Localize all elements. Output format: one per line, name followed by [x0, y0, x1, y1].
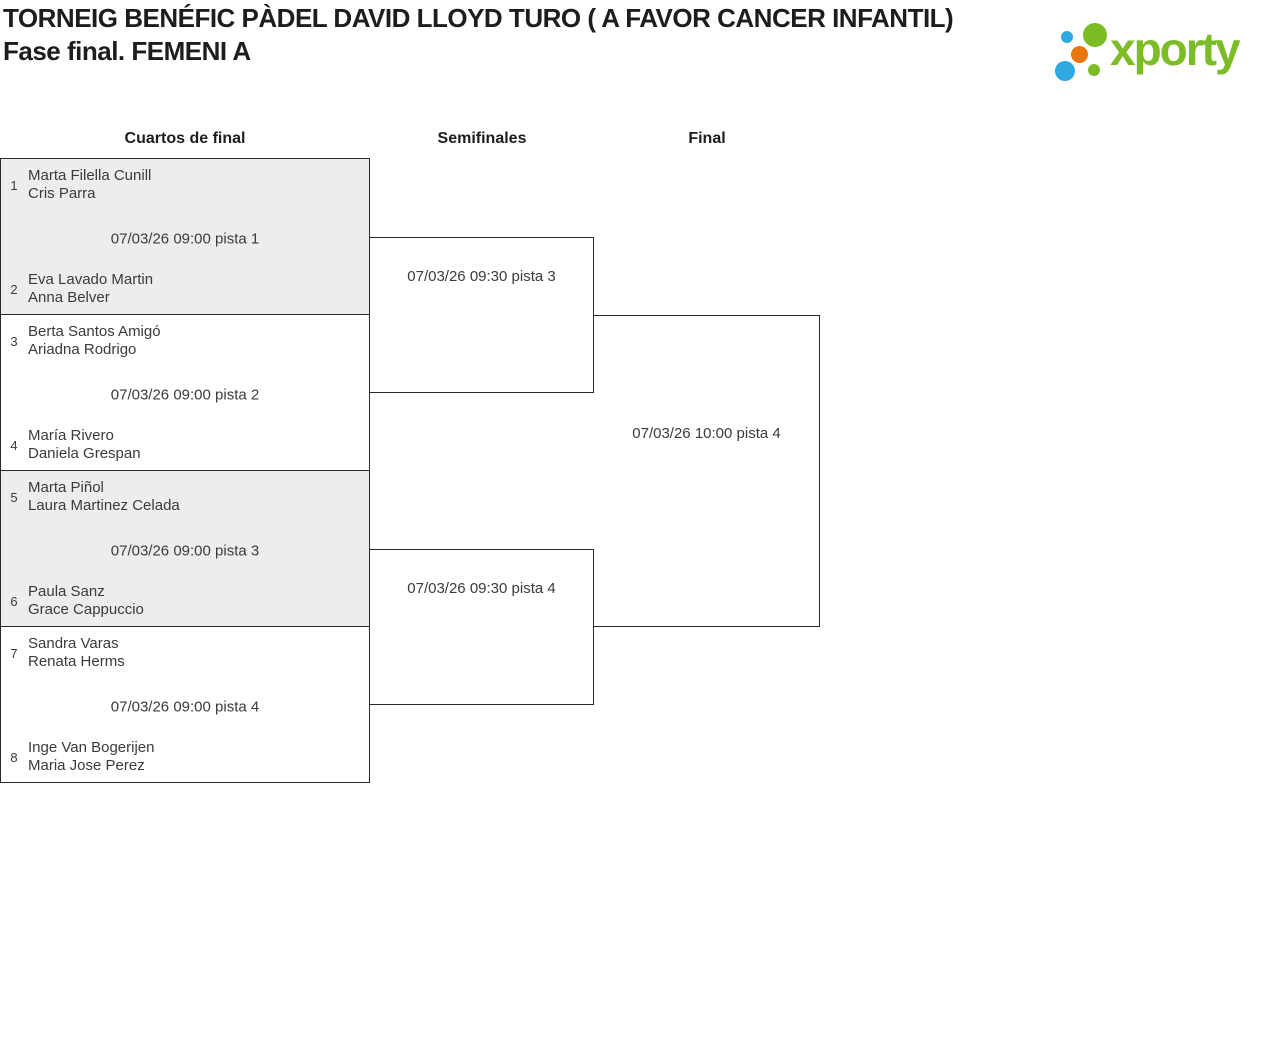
team-slot-seed-1: 1 Marta Filella Cunill Cris Parra: [1, 167, 369, 203]
player-name: Inge Van Bogerijen: [28, 739, 155, 756]
team-players: Inge Van Bogerijen Maria Jose Perez: [28, 739, 154, 775]
team-players: Berta Santos Amigó Ariadna Rodrigo: [28, 323, 161, 359]
team-players: Sandra Varas Renata Herms: [28, 635, 125, 671]
player-name: Marta Filella Cunill: [28, 167, 152, 184]
player-name: Daniela Grespan: [28, 445, 141, 462]
round-header-final: Final: [688, 130, 726, 147]
match-schedule: 07/03/26 10:00 pista 4: [632, 425, 781, 442]
player-name: Berta Santos Amigó: [28, 323, 161, 340]
logo-dot-blue-small-icon: [1061, 31, 1073, 43]
team-slot-seed-7: 7 Sandra Varas Renata Herms: [1, 635, 369, 671]
player-name: Eva Lavado Martin: [28, 271, 154, 288]
match-quarterfinal-3[interactable]: 5 Marta Piñol Laura Martinez Celada 07/0…: [0, 470, 370, 627]
logo-dot-blue-big-icon: [1055, 61, 1075, 81]
player-name: Anna Belver: [28, 289, 110, 306]
match-semifinal-2[interactable]: 07/03/26 09:30 pista 4: [369, 549, 594, 705]
player-name: Ariadna Rodrigo: [28, 341, 137, 358]
player-name: Sandra Varas: [28, 635, 119, 652]
seed-number: 8: [10, 749, 18, 765]
seed-number: 5: [10, 489, 18, 505]
seed-number: 2: [10, 281, 18, 297]
logo-wordmark: xporty: [1110, 23, 1241, 75]
match-quarterfinal-1[interactable]: 1 Marta Filella Cunill Cris Parra 07/03/…: [0, 158, 370, 315]
seed-number: 6: [10, 593, 18, 609]
player-name: Maria Jose Perez: [28, 757, 145, 774]
team-players: Marta Filella Cunill Cris Parra: [28, 167, 151, 203]
team-players: Marta Piñol Laura Martinez Celada: [28, 479, 180, 515]
team-players: Paula Sanz Grace Cappuccio: [28, 583, 144, 619]
match-schedule: 07/03/26 09:30 pista 4: [407, 580, 556, 597]
match-semifinal-1[interactable]: 07/03/26 09:30 pista 3: [369, 237, 594, 393]
match-schedule: 07/03/26 09:00 pista 1: [110, 230, 260, 247]
player-name: María Rivero: [28, 427, 114, 444]
player-name: Paula Sanz: [28, 583, 105, 600]
player-name: Marta Piñol: [28, 479, 104, 496]
page-header: TORNEIG BENÉFIC PÀDEL DAVID LLOYD TURO (…: [3, 2, 993, 68]
player-name: Laura Martinez Celada: [28, 497, 180, 514]
player-name: Grace Cappuccio: [28, 601, 144, 618]
match-final[interactable]: 07/03/26 10:00 pista 4: [594, 315, 820, 627]
match-quarterfinal-4[interactable]: 7 Sandra Varas Renata Herms 07/03/26 09:…: [0, 626, 370, 783]
seed-number: 3: [10, 333, 18, 349]
seed-number: 7: [10, 645, 18, 661]
player-name: Renata Herms: [28, 653, 125, 670]
team-slot-seed-3: 3 Berta Santos Amigó Ariadna Rodrigo: [1, 323, 369, 359]
xporty-logo[interactable]: xporty: [1050, 18, 1272, 86]
match-schedule: 07/03/26 09:00 pista 2: [110, 386, 260, 403]
team-slot-seed-5: 5 Marta Piñol Laura Martinez Celada: [1, 479, 369, 515]
round-header-semifinales: Semifinales: [437, 130, 527, 147]
logo-dot-green-big-icon: [1083, 23, 1107, 47]
team-players: María Rivero Daniela Grespan: [28, 427, 141, 463]
team-players: Eva Lavado Martin Anna Belver: [28, 271, 153, 307]
player-name: Cris Parra: [28, 185, 96, 202]
seed-number: 1: [10, 177, 18, 193]
seed-number: 4: [10, 437, 18, 453]
phase-subtitle: Fase final. FEMENI A: [3, 36, 251, 66]
team-slot-seed-2: 2 Eva Lavado Martin Anna Belver: [1, 271, 369, 307]
logo-dot-orange-icon: [1071, 46, 1088, 63]
match-schedule: 07/03/26 09:00 pista 3: [110, 542, 260, 559]
round-header-cuartos: Cuartos de final: [124, 130, 246, 147]
team-slot-seed-8: 8 Inge Van Bogerijen Maria Jose Perez: [1, 739, 369, 775]
team-slot-seed-6: 6 Paula Sanz Grace Cappuccio: [1, 583, 369, 619]
logo-dot-green-small-icon: [1088, 64, 1100, 76]
tournament-title: TORNEIG BENÉFIC PÀDEL DAVID LLOYD TURO (…: [3, 3, 954, 33]
match-schedule: 07/03/26 09:00 pista 4: [110, 698, 260, 715]
team-slot-seed-4: 4 María Rivero Daniela Grespan: [1, 427, 369, 463]
match-quarterfinal-2[interactable]: 3 Berta Santos Amigó Ariadna Rodrigo 07/…: [0, 314, 370, 471]
match-schedule: 07/03/26 09:30 pista 3: [407, 268, 556, 285]
